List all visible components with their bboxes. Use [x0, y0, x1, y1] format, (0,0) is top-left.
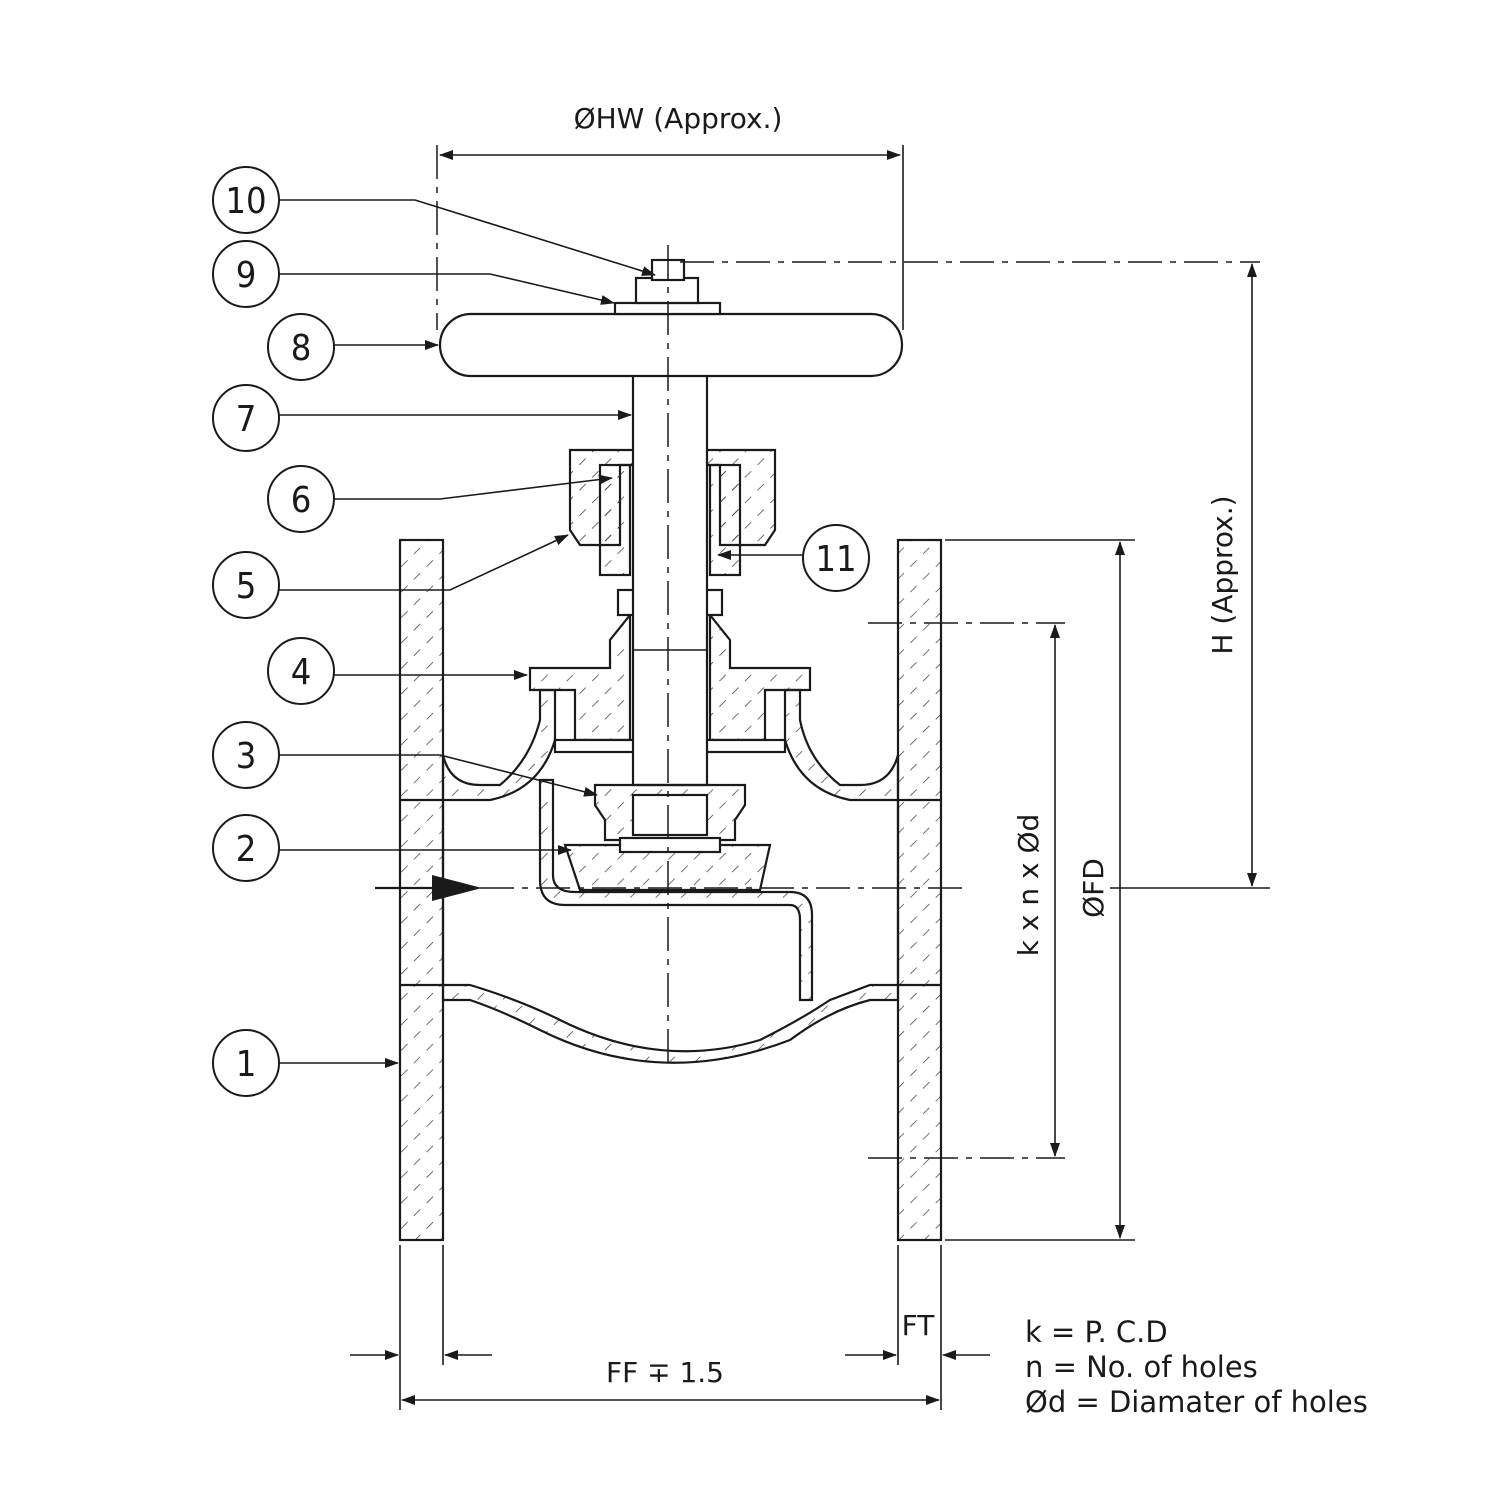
svg-text:1: 1 — [236, 1044, 257, 1085]
bolt-pattern-label: k x n x Ød — [1012, 814, 1045, 957]
h-dimension-label: H (Approx.) — [1206, 495, 1239, 654]
svg-text:4: 4 — [291, 652, 312, 693]
svg-text:7: 7 — [236, 399, 257, 440]
dimension-left-flange-thickness — [350, 1245, 492, 1365]
center-lines — [480, 245, 1260, 1159]
legend-line-k: k = P. C.D — [1025, 1315, 1168, 1349]
callout-8: 8 — [267, 313, 439, 381]
svg-text:11: 11 — [815, 539, 856, 580]
stem — [631, 373, 709, 787]
svg-text:2: 2 — [236, 829, 257, 870]
callout-4: 4 — [267, 637, 528, 705]
callout-1: 1 — [212, 1029, 399, 1097]
legend: k = P. C.D n = No. of holes Ød = Diamate… — [1025, 1315, 1368, 1419]
callout-6: 6 — [267, 465, 613, 533]
fd-dimension-label: ØFD — [1077, 858, 1110, 918]
callout-10: 10 — [212, 166, 656, 276]
dimension-flange-dia: ØFD — [945, 539, 1135, 1241]
callout-9: 9 — [212, 240, 615, 308]
dimension-bolt-pattern: k x n x Ød — [1012, 624, 1060, 1157]
callout-2: 2 — [212, 814, 572, 882]
legend-line-n: n = No. of holes — [1025, 1350, 1258, 1384]
ff-dimension-label: FF ∓ 1.5 — [606, 1356, 724, 1389]
dimension-handwheel-dia: ØHW (Approx.) — [436, 102, 904, 330]
svg-text:10: 10 — [225, 181, 266, 222]
svg-text:3: 3 — [236, 736, 257, 777]
hw-dimension-label: ØHW (Approx.) — [574, 102, 783, 135]
svg-text:6: 6 — [291, 480, 312, 521]
valve-body — [398, 538, 943, 1242]
svg-text:8: 8 — [291, 328, 312, 369]
svg-text:5: 5 — [236, 566, 257, 607]
flow-direction-arrow — [375, 875, 482, 901]
dimension-face-to-face: FF ∓ 1.5 — [399, 1245, 942, 1410]
callout-11: 11 — [717, 524, 870, 592]
legend-line-d: Ød = Diamater of holes — [1025, 1385, 1368, 1419]
disc-assembly — [563, 783, 772, 892]
dimension-height: H (Approx.) — [1110, 263, 1270, 889]
ft-dimension-label: FT — [902, 1309, 936, 1342]
svg-text:9: 9 — [236, 255, 257, 296]
callout-5: 5 — [212, 534, 569, 619]
callout-3: 3 — [212, 721, 598, 797]
dimension-flange-thickness: FT — [845, 1245, 990, 1365]
callout-7: 7 — [212, 384, 632, 452]
handwheel — [438, 258, 904, 378]
